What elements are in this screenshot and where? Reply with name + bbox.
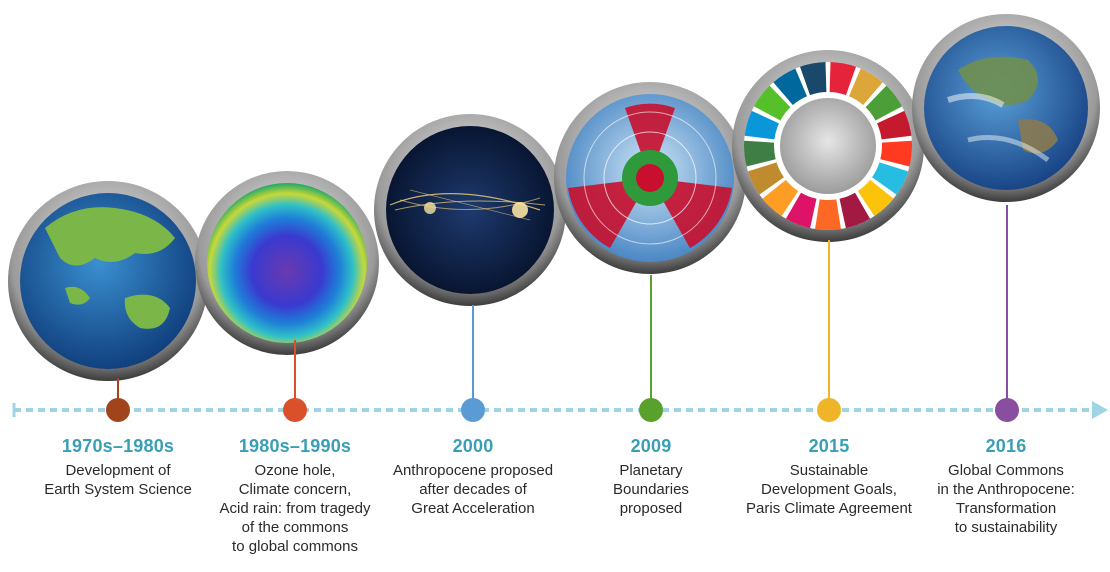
sdg-slice	[839, 192, 871, 229]
planetary-boundaries-icon	[554, 82, 746, 274]
timeline-axis	[12, 401, 1108, 419]
sdg-slice	[815, 199, 841, 231]
sdg-slice	[773, 68, 807, 106]
milestone-marker	[461, 398, 485, 422]
milestone-description: Global Commons in the Anthropocene: Tran…	[937, 462, 1075, 536]
earth-globe-icon	[8, 181, 208, 381]
sdg-slice	[877, 110, 912, 140]
ozone-hole-icon	[195, 171, 379, 355]
milestone-description: Sustainable Development Goals, Paris Cli…	[746, 462, 912, 517]
milestone-year: 2009	[630, 436, 672, 456]
milestone-label: 1970s–1980s Development of Earth System …	[18, 436, 218, 499]
milestone-marker	[639, 398, 663, 422]
milestone-connector	[650, 275, 652, 410]
sdg-slice	[872, 162, 909, 195]
milestone-marker	[817, 398, 841, 422]
sdg-slice	[880, 140, 913, 167]
milestone-year: 2016	[985, 436, 1027, 456]
sdg-slice	[857, 179, 894, 217]
milestone-connector	[828, 240, 830, 410]
sdg-slice	[785, 192, 817, 229]
milestone-year: 2015	[808, 436, 850, 456]
milestone-marker	[106, 398, 130, 422]
milestone-label: 2000 Anthropocene proposed after decades…	[373, 436, 573, 518]
milestone-label: 2016 Global Commons in the Anthropocene:…	[906, 436, 1106, 537]
sdg-slice	[743, 140, 776, 167]
milestone-marker	[283, 398, 307, 422]
arrow-head-icon	[1092, 401, 1108, 419]
milestone-description: Ozone hole, Climate concern, Acid rain: …	[219, 462, 371, 555]
sdg-slice	[762, 179, 799, 217]
milestone-label: 2015 Sustainable Development Goals, Pari…	[729, 436, 929, 518]
milestone-label: 1980s–1990s Ozone hole, Climate concern,…	[195, 436, 395, 556]
sdg-slice	[747, 162, 784, 195]
milestone-connector	[117, 378, 119, 410]
sdg-slice	[753, 85, 791, 121]
milestone-description: Development of Earth System Science	[44, 462, 192, 498]
sdg-slice	[744, 110, 779, 140]
sdg-slice	[865, 85, 903, 121]
milestone-label: 2009 Planetary Boundaries proposed	[551, 436, 751, 518]
milestone-connector	[294, 340, 296, 410]
milestone-year: 2000	[452, 436, 494, 456]
milestone-connector	[1006, 205, 1008, 410]
sdg-slice	[829, 62, 856, 96]
night-lights-globe-icon	[374, 114, 566, 306]
sdg-slice	[800, 62, 827, 96]
milestone-year: 1970s–1980s	[61, 436, 175, 456]
milestone-year: 1980s–1990s	[238, 436, 352, 456]
sdg-wheel-icon	[732, 50, 924, 242]
milestone-connector	[472, 305, 474, 410]
milestone-description: Anthropocene proposed after decades of G…	[392, 462, 554, 517]
earth-globe-icon	[912, 14, 1100, 202]
milestone-description: Planetary Boundaries proposed	[613, 462, 689, 517]
milestone-marker	[995, 398, 1019, 422]
sdg-slice	[849, 68, 883, 106]
